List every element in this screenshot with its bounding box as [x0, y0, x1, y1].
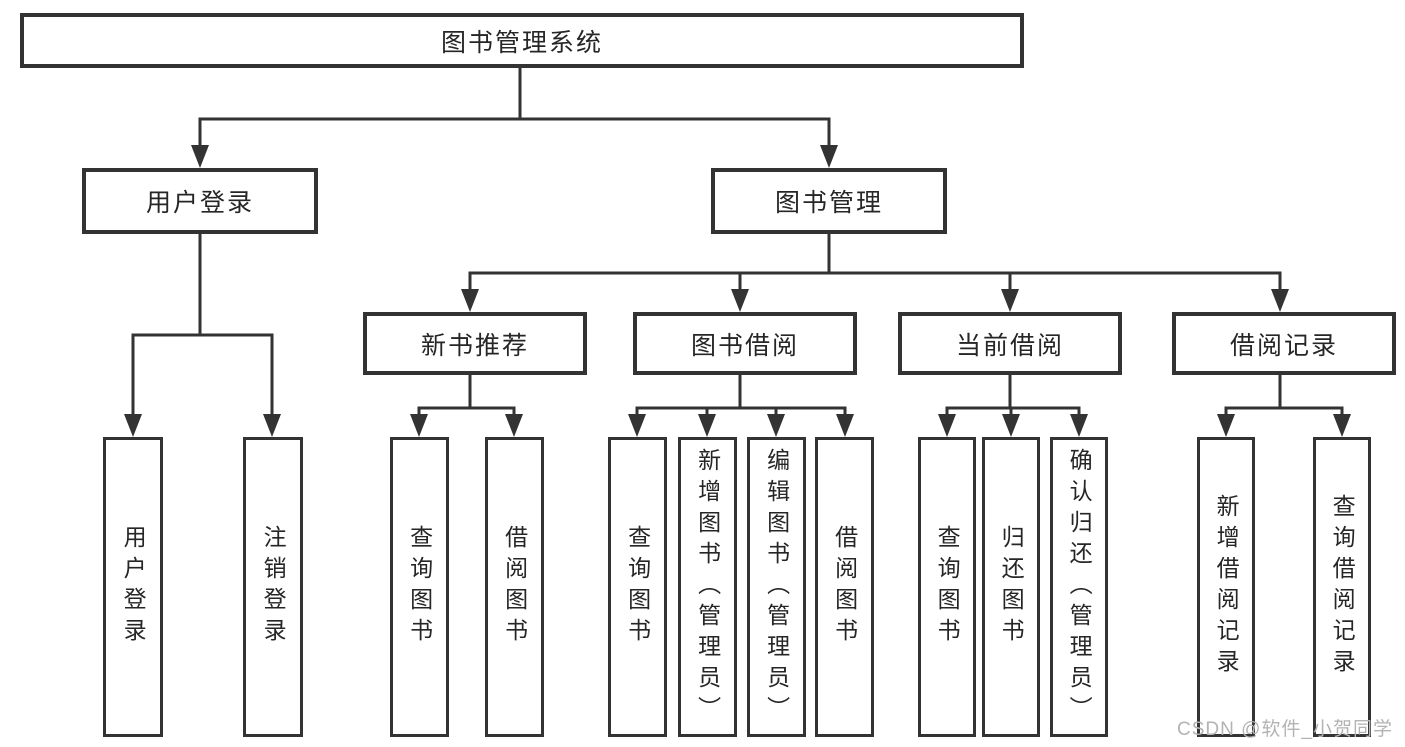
leaf-label: 归还图书 — [998, 525, 1025, 649]
leaf-logout-label: 注销登录 — [260, 525, 287, 649]
node-current-borrow-label: 当前借阅 — [955, 331, 1064, 360]
leaf-return-books: 归还图书 — [982, 437, 1040, 737]
leaf-confirm-return-admin: 确认归还（管理员） — [1050, 437, 1108, 737]
connector-record-rail — [1224, 406, 1344, 426]
leaf-user-login: 用户登录 — [103, 437, 163, 737]
node-user-login-label: 用户登录 — [145, 189, 254, 217]
node-root-label: 图书管理系统 — [440, 28, 603, 57]
node-book-management: 图书管理 — [711, 168, 947, 234]
arrowheads — [124, 145, 1351, 437]
leaf-label: 确认归还（管理员） — [1066, 447, 1093, 727]
connector-level1-rail — [198, 117, 831, 156]
connector-userlogin-rail — [131, 333, 274, 426]
leaf-edit-books-admin: 编辑图书（管理员） — [747, 437, 806, 737]
node-new-book-recommend: 新书推荐 — [363, 312, 587, 375]
leaf-label: 查询借阅记录 — [1329, 494, 1356, 680]
leaf-label: 新增借阅记录 — [1213, 494, 1240, 680]
leaf-label: 新增图书（管理员） — [694, 447, 721, 727]
node-new-book-recommend-label: 新书推荐 — [420, 331, 529, 360]
leaf-logout: 注销登录 — [243, 437, 303, 737]
leaf-add-books-admin: 新增图书（管理员） — [678, 437, 737, 737]
leaf-label: 编辑图书（管理员） — [763, 447, 790, 727]
node-book-borrow-label: 图书借阅 — [690, 331, 799, 360]
node-user-login: 用户登录 — [82, 168, 318, 234]
leaf-query-books-current: 查询图书 — [918, 437, 976, 737]
connector-bookborrow-rail — [635, 406, 847, 426]
node-book-borrow: 图书借阅 — [633, 312, 857, 375]
connector-newbook-rail — [417, 406, 516, 426]
leaf-borrow-books-recommend: 借阅图书 — [485, 437, 544, 737]
leaf-query-books-borrow: 查询图书 — [608, 437, 667, 737]
node-current-borrow: 当前借阅 — [898, 312, 1122, 375]
node-borrow-records: 借阅记录 — [1172, 312, 1396, 375]
leaf-borrow-books: 借阅图书 — [815, 437, 874, 737]
node-root: 图书管理系统 — [20, 13, 1024, 68]
leaf-query-borrow-record: 查询借阅记录 — [1313, 437, 1371, 737]
leaf-query-books-recommend: 查询图书 — [390, 437, 449, 737]
node-borrow-records-label: 借阅记录 — [1229, 331, 1338, 360]
leaf-add-borrow-record: 新增借阅记录 — [1197, 437, 1255, 737]
leaf-label: 查询图书 — [624, 525, 651, 649]
leaf-label: 查询图书 — [406, 525, 433, 649]
leaf-user-login-label: 用户登录 — [120, 525, 147, 649]
leaf-label: 借阅图书 — [501, 525, 528, 649]
node-book-management-label: 图书管理 — [774, 189, 883, 217]
leaf-label: 查询图书 — [934, 525, 961, 649]
leaf-label: 借阅图书 — [831, 525, 858, 649]
csdn-watermark: CSDN @软件_小贺同学 — [1177, 719, 1393, 740]
